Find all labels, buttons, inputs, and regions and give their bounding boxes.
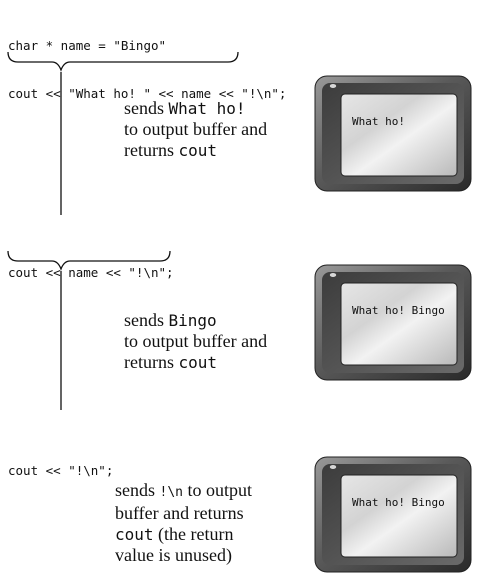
code-block-step1: char * name = "Bingo" cout << "What ho! …	[8, 6, 286, 118]
monitor-3	[314, 456, 472, 573]
desc2-line3-code: cout	[178, 353, 218, 372]
monitor-3-screen-text: What ho! Bingo	[352, 496, 445, 509]
desc3-line4: value is unused)	[115, 545, 232, 565]
description-step1: sends What ho! to output buffer and retu…	[124, 98, 267, 161]
desc2-text: sends	[124, 310, 169, 330]
monitor-2	[314, 264, 472, 381]
desc1-line3-text: returns	[124, 140, 179, 160]
desc3-line3-code: cout	[115, 525, 154, 544]
desc3-line2: buffer and returns	[115, 503, 244, 523]
code-line-declaration: char * name = "Bingo"	[8, 38, 167, 53]
desc2-line3-text: returns	[124, 352, 179, 372]
code-block-step3: cout << "!\n";	[8, 431, 113, 495]
code-line-cout-name: cout << name << "!\n";	[8, 265, 174, 280]
desc2-line2: to output buffer and	[124, 331, 268, 351]
brace-step1	[7, 51, 239, 72]
code-line-cout-full: cout << "What ho! " << name << "!\n";	[8, 86, 287, 101]
code-line-cout-newline: cout << "!\n";	[8, 463, 114, 478]
desc2-code: Bingo	[168, 311, 217, 330]
description-step2: sends Bingo to output buffer and returns…	[124, 310, 267, 373]
code-block-step2: cout << name << "!\n";	[8, 233, 174, 297]
desc3-text: sends	[115, 480, 160, 500]
desc1-text: sends	[124, 98, 169, 118]
desc1-line2: to output buffer and	[124, 119, 268, 139]
monitor-1	[314, 75, 472, 192]
desc3-text-post: to output	[182, 480, 252, 500]
desc3-line3-text: (the return	[153, 524, 234, 544]
desc1-code: What ho!	[168, 99, 246, 118]
description-step3: sends !\n to output buffer and returns c…	[115, 480, 252, 566]
monitor-2-screen-text: What ho! Bingo	[352, 304, 445, 317]
desc3-code: !\n	[159, 485, 183, 500]
brace-step2	[7, 250, 171, 271]
monitor-1-screen-text: What ho!	[352, 115, 405, 128]
desc1-line3-code: cout	[178, 141, 218, 160]
